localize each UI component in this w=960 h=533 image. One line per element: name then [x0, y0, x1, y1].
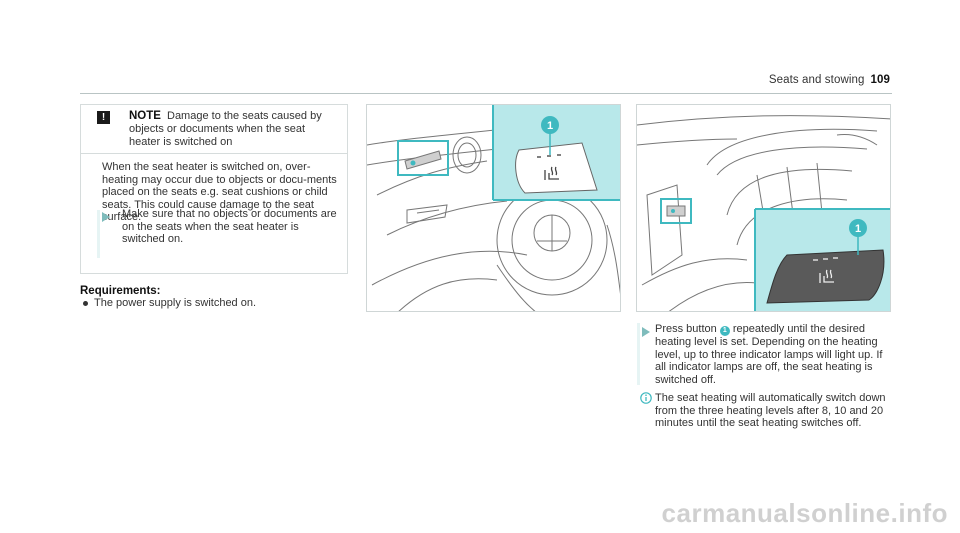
figure-seat-view: 1: [636, 104, 891, 312]
running-head: Seats and stowing 109: [769, 74, 890, 86]
step-bar: [637, 323, 640, 385]
note-action: Make sure that no objects or documents a…: [122, 208, 337, 246]
note-title-line2: objects or documents when the seat heate…: [129, 123, 306, 148]
seat-view-illustration: 1: [637, 115, 890, 311]
watermark: carmanualsonline.info: [661, 498, 948, 528]
note-divider: [81, 153, 347, 154]
info-icon: [640, 392, 652, 404]
note-label: NOTE: [129, 110, 161, 122]
note-title-line1: Damage to the seats caused by: [167, 110, 322, 122]
door-panel-illustration: 1: [367, 105, 620, 311]
step-text-after: repeatedly until the desired heating lev…: [655, 323, 883, 386]
section-title: Seats and stowing: [768, 74, 865, 86]
action-arrow-icon: [102, 212, 110, 222]
callout-badge-icon: [541, 116, 559, 134]
step-text-before: Press button: [655, 323, 717, 335]
note-body: When the seat heater is switched on, ove…: [102, 161, 337, 224]
bullet-icon: [83, 301, 88, 306]
warning-icon: !: [97, 111, 110, 124]
note-box: ! NOTE Damage to the seats caused by obj…: [80, 104, 348, 274]
callout-number: 1: [855, 223, 861, 235]
callout-number: 1: [547, 120, 553, 132]
requirements-title: Requirements:: [80, 285, 161, 297]
step-instruction: Press button 1 repeatedly until the desi…: [655, 323, 895, 386]
action-bar: [97, 210, 100, 258]
step-arrow-icon: [642, 327, 650, 337]
figure-door-panel: 1: [366, 104, 621, 312]
note-header: ! NOTE Damage to the seats caused by obj…: [81, 105, 347, 153]
callout-badge-icon: [849, 219, 867, 237]
requirement-item: The power supply is switched on.: [94, 297, 257, 309]
info-text: The seat heating will automatically swit…: [655, 392, 886, 429]
header-rule: [80, 93, 892, 94]
page-number: 109: [870, 74, 890, 86]
button-number-badge: 1: [719, 326, 730, 336]
